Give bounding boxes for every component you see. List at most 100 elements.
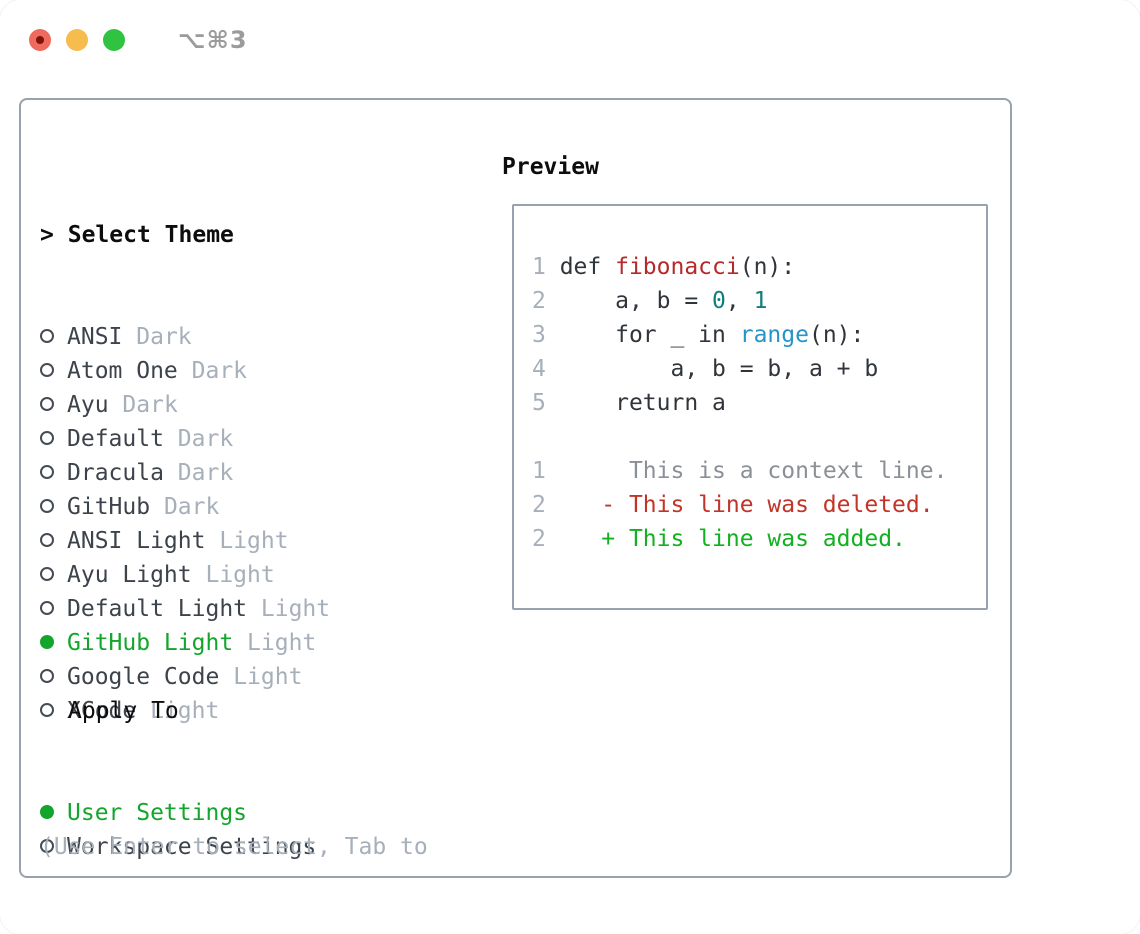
theme-variant-tag: Light xyxy=(233,664,303,690)
apply-option-label: User Settings xyxy=(67,800,248,826)
code-token: (n): xyxy=(739,254,796,280)
theme-variant-tag: Light xyxy=(150,698,220,724)
theme-item-atom-one[interactable]: Atom One Dark xyxy=(40,354,330,388)
theme-item-label: Default xyxy=(67,426,164,452)
theme-variant-tag: Dark xyxy=(177,460,234,486)
apply-option-workspace-settings[interactable]: Workspace Settings xyxy=(40,830,316,864)
selected-radio-icon xyxy=(40,634,54,649)
help-line: (Use Enter to select, Tab to xyxy=(40,834,428,860)
apply-option-user-settings[interactable]: User Settings xyxy=(40,796,316,830)
code-token: (n): xyxy=(808,322,865,348)
apply-menu-header: Apply To xyxy=(68,698,179,724)
theme-variant-tag: Dark xyxy=(177,426,234,452)
code-token: 2 xyxy=(532,526,546,552)
code-line: 2 a, b = 0, 1 xyxy=(532,284,986,318)
theme-item-label: ANSI Light xyxy=(67,528,206,554)
code-token: a, b = b, a + b xyxy=(559,356,879,382)
code-token: 3 xyxy=(532,322,560,348)
theme-item-label: Default Light xyxy=(67,596,248,622)
radio-icon xyxy=(40,430,54,445)
theme-item-label: GitHub Light xyxy=(67,630,234,656)
preview-header: Preview xyxy=(502,154,599,180)
close-button[interactable] xyxy=(29,29,51,51)
radio-icon xyxy=(40,396,54,411)
code-line: 2 + This line was added. xyxy=(532,522,986,556)
theme-item-github-light[interactable]: GitHub Light Light xyxy=(40,626,330,660)
theme-item-label: Ayu xyxy=(67,392,109,418)
radio-icon xyxy=(40,600,54,615)
selected-radio-icon xyxy=(40,804,54,819)
theme-item-label: ANSI xyxy=(67,324,123,350)
code-token: for _ in xyxy=(559,322,740,348)
code-token: a, b = xyxy=(559,288,713,314)
radio-icon xyxy=(40,464,54,479)
code-line: 1 def fibonacci(n): xyxy=(532,250,986,284)
theme-variant-tag: Light xyxy=(219,528,289,554)
radio-icon xyxy=(40,566,54,581)
code-token xyxy=(546,526,601,552)
theme-item-dracula[interactable]: Dracula Dark xyxy=(40,456,330,490)
help-text: (Use Enter to select, Tab to change focu… xyxy=(40,762,428,934)
code-token: - This line was deleted. xyxy=(601,492,934,518)
theme-variant-tag: Dark xyxy=(191,358,248,384)
code-token: 4 xyxy=(532,356,560,382)
caret-icon: > xyxy=(40,222,54,248)
theme-item-ayu-light[interactable]: Ayu Light Light xyxy=(40,558,330,592)
minimize-button[interactable] xyxy=(66,29,88,51)
radio-icon xyxy=(40,668,54,683)
code-token: , xyxy=(725,288,754,314)
code-token: + This line was added. xyxy=(601,526,906,552)
theme-menu-header-row: > Select Theme xyxy=(40,218,330,252)
code-token xyxy=(546,458,629,484)
theme-variant-tag: Dark xyxy=(136,324,192,350)
code-line: 1 This is a context line. xyxy=(532,454,986,488)
code-line: 2 - This line was deleted. xyxy=(532,488,986,522)
code-line: 4 a, b = b, a + b xyxy=(532,352,986,386)
theme-item-ansi[interactable]: ANSI Dark xyxy=(40,320,330,354)
code-token: 1 xyxy=(532,458,546,484)
code-token: 2 xyxy=(532,288,560,314)
apply-option-label: Workspace Settings xyxy=(67,834,317,860)
radio-icon xyxy=(40,328,54,343)
radio-icon xyxy=(40,532,54,547)
theme-item-label: Atom One xyxy=(67,358,178,384)
code-token: return a xyxy=(559,390,726,416)
theme-item-default[interactable]: Default Dark xyxy=(40,422,330,456)
radio-icon xyxy=(40,498,54,513)
code-token: fibonacci xyxy=(615,254,740,280)
theme-variant-tag: Light xyxy=(247,630,317,656)
theme-item-xcode[interactable]: XCode Light xyxy=(40,694,330,728)
code-token: 5 xyxy=(532,390,560,416)
theme-item-google-code[interactable]: Google Code Light xyxy=(40,660,330,694)
theme-variant-tag: Dark xyxy=(122,392,178,418)
theme-menu-header: Select Theme xyxy=(67,222,234,248)
theme-item-default-light[interactable]: Default Light Light xyxy=(40,592,330,626)
theme-item-label: Ayu Light xyxy=(67,562,192,588)
code-token: 0 xyxy=(712,288,726,314)
theme-variant-tag: Light xyxy=(260,596,331,622)
code-line xyxy=(532,420,986,454)
code-token: def xyxy=(559,254,616,280)
theme-variant-tag: Dark xyxy=(163,494,220,520)
close-dot-icon xyxy=(36,36,44,44)
theme-item-label: Dracula xyxy=(67,460,164,486)
theme-variant-tag: Light xyxy=(205,562,275,588)
title-bar: ⌥⌘3 xyxy=(29,26,248,54)
theme-item-ansi-light[interactable]: ANSI Light Light xyxy=(40,524,330,558)
code-token: range xyxy=(739,322,809,348)
theme-item-github[interactable]: GitHub Dark xyxy=(40,490,330,524)
theme-item-ayu[interactable]: Ayu Dark xyxy=(40,388,330,422)
code-line: 5 return a xyxy=(532,386,986,420)
window-title: ⌥⌘3 xyxy=(178,26,248,54)
theme-item-label: XCode xyxy=(67,698,137,724)
zoom-button[interactable] xyxy=(103,29,125,51)
radio-icon xyxy=(40,362,54,377)
radio-icon xyxy=(40,838,54,853)
code-token: 1 xyxy=(753,288,768,314)
